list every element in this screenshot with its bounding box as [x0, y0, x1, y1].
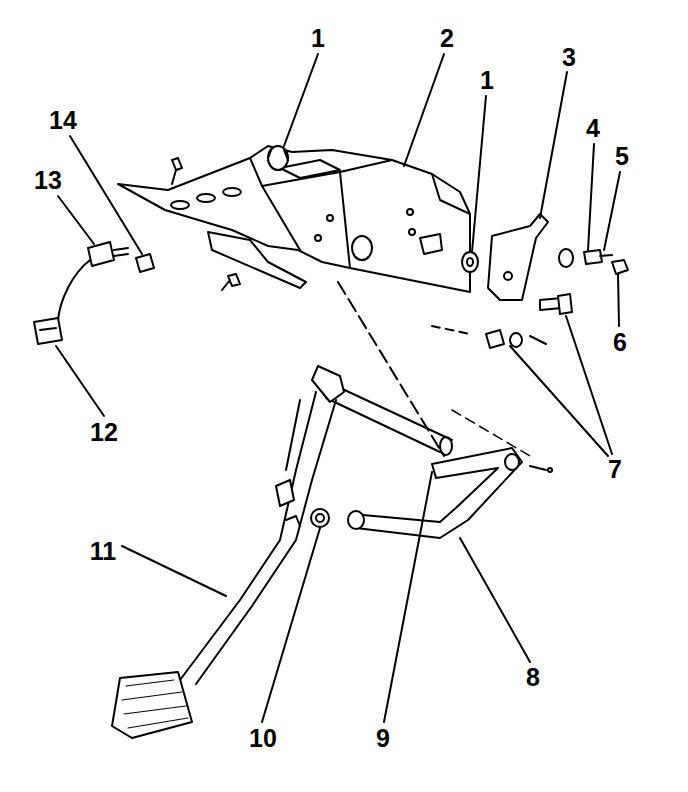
callout-number: 6: [613, 330, 627, 355]
callout-number: 1: [480, 68, 494, 93]
callout-number: 2: [440, 26, 454, 51]
callout-number: 12: [90, 420, 118, 445]
callout-number: 14: [49, 108, 77, 133]
callout-number: 5: [615, 144, 629, 169]
callout-number: 1: [311, 26, 325, 51]
callout-number: 3: [562, 45, 576, 70]
callout-number: 8: [526, 665, 540, 690]
callout-number: 10: [249, 726, 277, 751]
callout-number: 11: [90, 539, 116, 564]
callout-number: 13: [34, 168, 62, 193]
callout-number: 4: [586, 116, 600, 141]
callout-number: 7: [608, 457, 622, 482]
callout-number: 9: [376, 726, 390, 751]
